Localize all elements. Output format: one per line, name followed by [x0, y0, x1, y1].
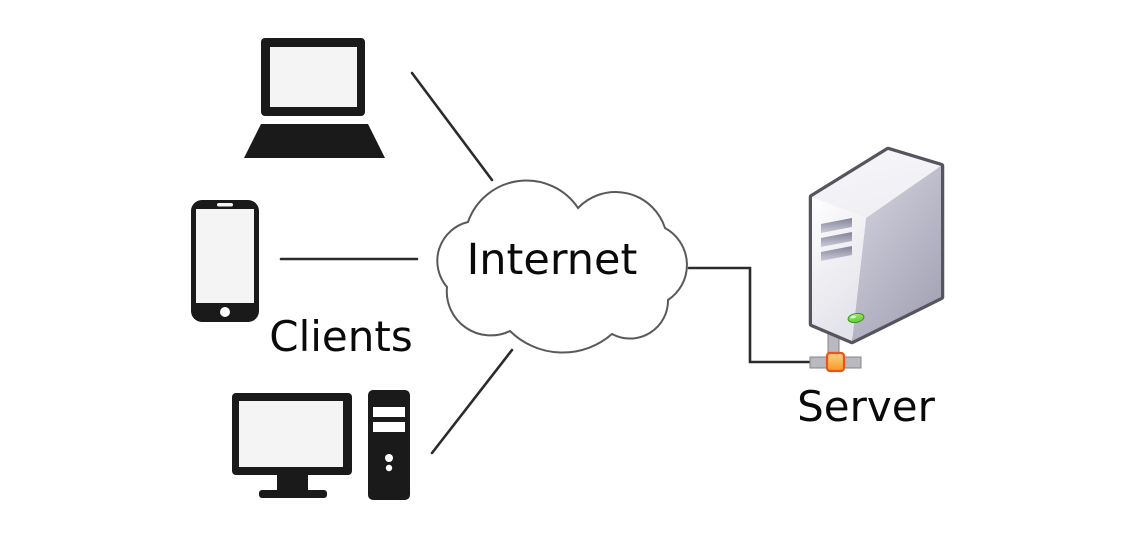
network-connector-icon: [809, 333, 862, 373]
cloud-icon: [436, 179, 688, 354]
server-vents: [821, 218, 852, 261]
internet-label: Internet: [466, 235, 638, 285]
connection-lines: [279, 71, 811, 455]
server-label: Server: [797, 382, 935, 431]
clients-label: Clients: [269, 312, 413, 361]
smartphone-icon: [191, 200, 259, 322]
power-led-icon: [847, 312, 865, 324]
laptop-icon: [244, 38, 385, 158]
desktop-computer-icon: [232, 390, 410, 500]
edge-laptop-internet: [410, 71, 494, 182]
server-tower-icon: [808, 146, 945, 373]
edge-desktop-internet: [430, 348, 514, 455]
edge-internet-server: [687, 266, 811, 364]
